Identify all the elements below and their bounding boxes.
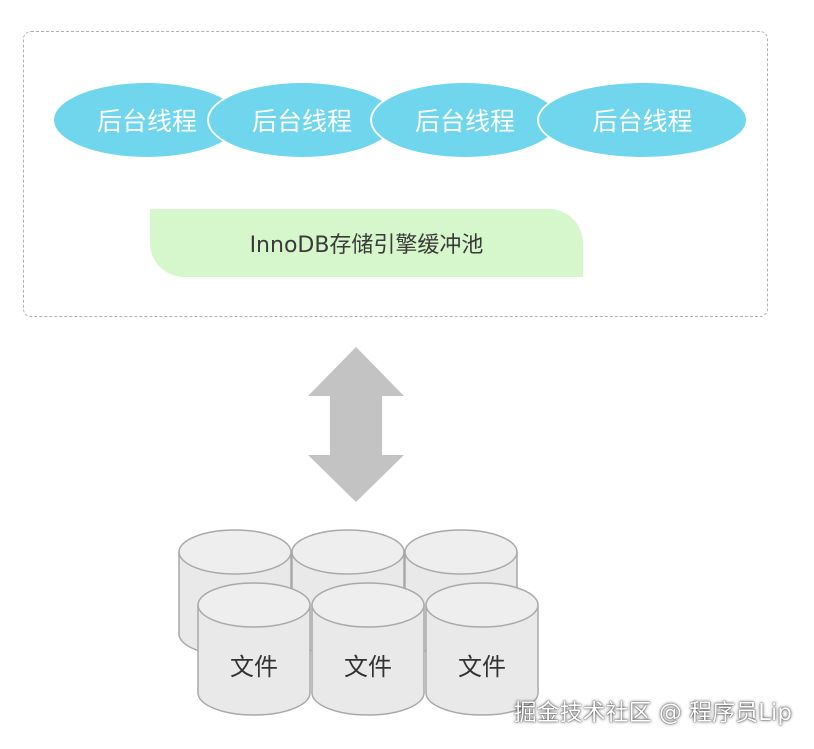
background-thread-2: 后台线程 — [207, 81, 397, 159]
innodb-buffer-pool: InnoDB存储引擎缓冲池 — [150, 209, 583, 277]
file-cylinder-1 — [197, 582, 311, 716]
file-label-2: 文件 — [344, 653, 392, 681]
double-arrow-icon — [308, 347, 404, 502]
file-label-3: 文件 — [458, 653, 506, 681]
buffer-pool-label: InnoDB存储引擎缓冲池 — [249, 233, 484, 258]
thread-label: 后台线程 — [592, 107, 693, 136]
thread-label: 后台线程 — [251, 107, 352, 136]
background-thread-4: 后台线程 — [537, 81, 748, 159]
file-label-1: 文件 — [230, 653, 278, 681]
file-cylinder-2 — [311, 582, 425, 716]
file-cylinder-3 — [425, 582, 539, 716]
thread-label: 后台线程 — [96, 107, 197, 136]
memory-frame — [23, 31, 768, 317]
background-thread-3: 后台线程 — [370, 81, 560, 159]
watermark: 掘金技术社区 @ 程序员Lip — [513, 700, 792, 726]
thread-label: 后台线程 — [414, 107, 515, 136]
